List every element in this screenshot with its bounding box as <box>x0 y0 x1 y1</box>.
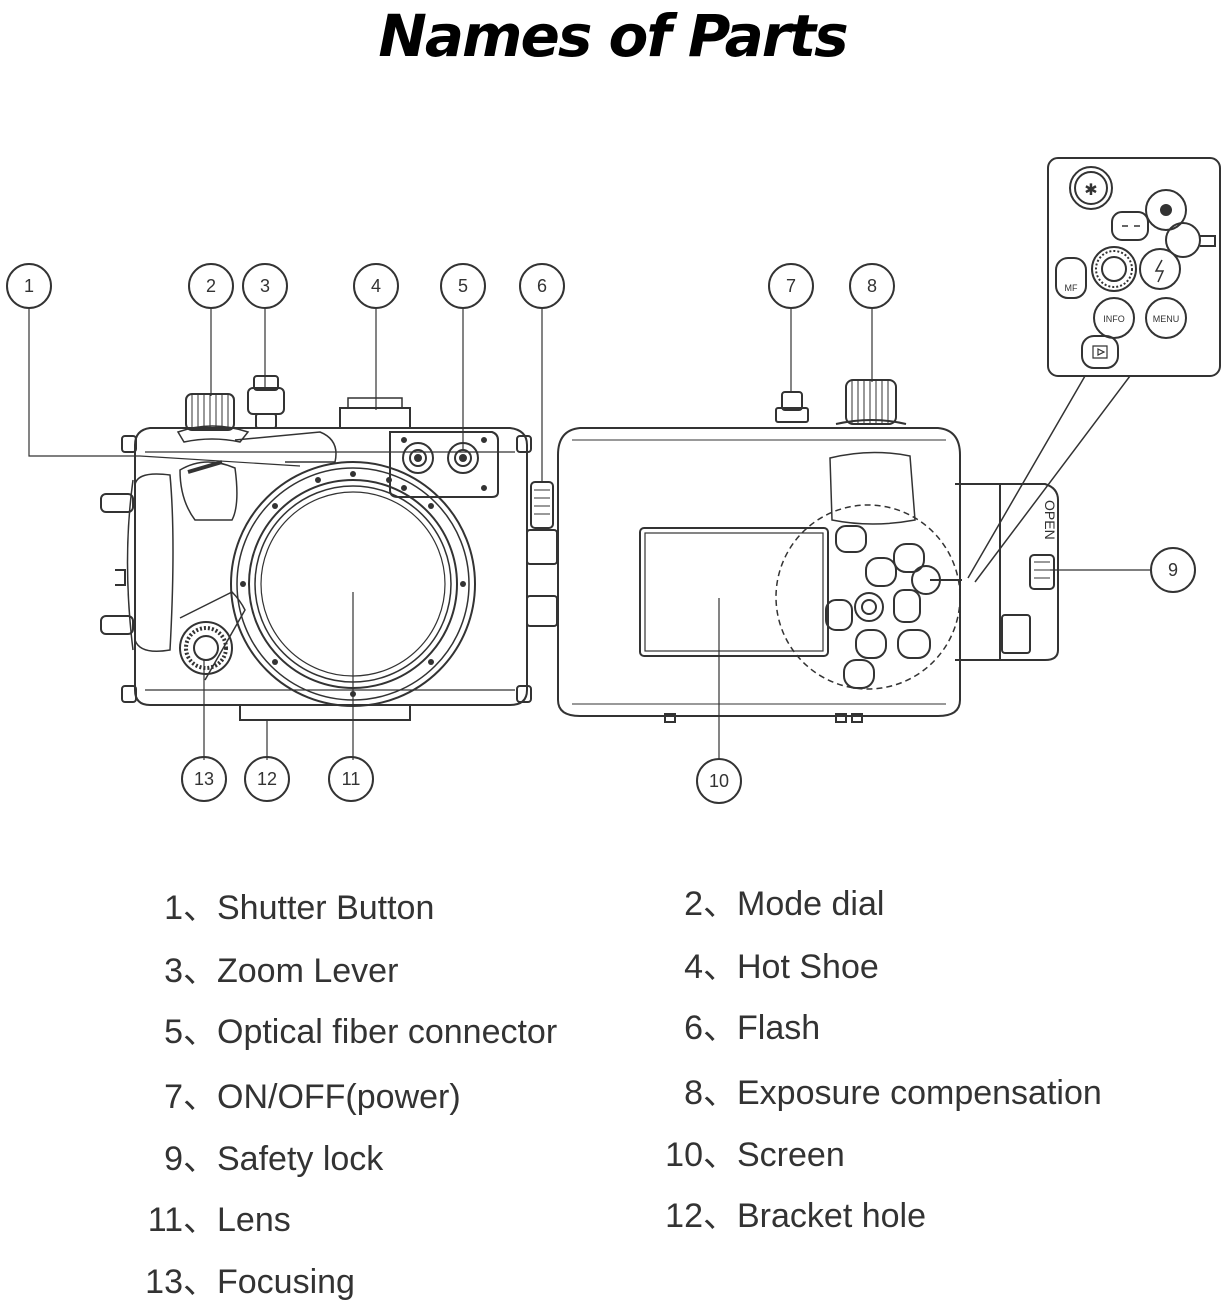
part-number: 10、 <box>665 1136 737 1174</box>
part-number: 6、 <box>684 1009 737 1047</box>
part-label: Flash <box>737 1009 821 1047</box>
back-housing: OPEN <box>557 379 1059 723</box>
part-number: 2、 <box>684 885 737 923</box>
callout-5: 5 <box>440 263 486 309</box>
star-icon: ✱ <box>1084 180 1097 199</box>
callout-10: 10 <box>696 758 742 804</box>
camera-housing-diagram: OPEN ✱ MF INFO MENU <box>6 157 1221 804</box>
part-label: Zoom Lever <box>217 952 399 990</box>
part-item: 5、Optical fiber connector <box>145 1004 557 1053</box>
callout-11: 11 <box>328 756 374 802</box>
callout-3: 3 <box>242 263 288 309</box>
callout-8: 8 <box>849 263 895 309</box>
callout-12: 12 <box>244 756 290 802</box>
info-label: INFO <box>1103 314 1125 324</box>
part-number: 4、 <box>684 948 737 986</box>
callout-number: 1 <box>24 276 34 296</box>
part-number: 1、 <box>164 889 217 927</box>
part-label: Bracket hole <box>737 1197 926 1235</box>
part-item: 2、Mode dial <box>665 876 884 925</box>
part-number: 7、 <box>164 1078 217 1116</box>
part-number: 5、 <box>164 1013 217 1051</box>
part-number: 12、 <box>665 1197 737 1235</box>
callout-number: 12 <box>257 769 277 789</box>
part-label: Lens <box>217 1201 291 1239</box>
part-item: 13、Focusing <box>135 1254 355 1303</box>
part-number: 9、 <box>164 1140 217 1178</box>
callout-6: 6 <box>519 263 565 309</box>
callout-7: 7 <box>768 263 814 309</box>
part-item: 9、Safety lock <box>145 1131 383 1180</box>
callout-number: 10 <box>709 771 729 791</box>
callout-number: 8 <box>867 276 877 296</box>
callout-9: 9 <box>1150 547 1196 593</box>
callout-number: 7 <box>786 276 796 296</box>
callout-number: 11 <box>342 769 361 789</box>
callout-number: 13 <box>194 769 214 789</box>
mf-label: MF <box>1065 283 1078 293</box>
callout-number: 3 <box>260 276 270 296</box>
callout-number: 4 <box>371 276 381 296</box>
button-inset: ✱ MF INFO MENU <box>967 157 1221 583</box>
part-item: 4、Hot Shoe <box>665 939 879 988</box>
open-label: OPEN <box>1042 500 1058 540</box>
callout-number: 2 <box>206 276 216 296</box>
part-label: Screen <box>737 1136 845 1174</box>
part-item: 12、Bracket hole <box>655 1188 926 1237</box>
callout-13: 13 <box>181 756 227 802</box>
part-item: 6、Flash <box>665 1000 820 1049</box>
callout-leaders <box>28 308 1150 760</box>
part-label: Mode dial <box>737 885 885 923</box>
part-item: 11、Lens <box>135 1192 291 1241</box>
part-label: Exposure compensation <box>737 1074 1102 1112</box>
part-label: Optical fiber connector <box>217 1013 558 1051</box>
part-item: 1、Shutter Button <box>145 880 434 929</box>
callout-4: 4 <box>353 263 399 309</box>
part-item: 8、Exposure compensation <box>665 1065 1102 1114</box>
part-label: Focusing <box>217 1263 355 1301</box>
callout-2: 2 <box>188 263 234 309</box>
part-label: Safety lock <box>217 1140 384 1178</box>
page-title: Names of Parts <box>378 2 848 70</box>
part-item: 7、ON/OFF(power) <box>145 1069 461 1118</box>
callout-number: 5 <box>458 276 468 296</box>
callout-1: 1 <box>6 263 52 309</box>
callout-number: 6 <box>537 276 547 296</box>
part-number: 11、 <box>147 1201 217 1239</box>
part-label: Shutter Button <box>217 889 435 927</box>
front-housing <box>100 375 558 721</box>
callout-number: 9 <box>1168 560 1178 580</box>
part-label: ON/OFF(power) <box>217 1078 461 1116</box>
menu-label: MENU <box>1153 314 1180 324</box>
part-number: 3、 <box>164 952 217 990</box>
part-item: 3、Zoom Lever <box>145 943 398 992</box>
part-item: 10、Screen <box>655 1127 845 1176</box>
part-label: Hot Shoe <box>737 948 879 986</box>
part-number: 13、 <box>145 1263 217 1301</box>
part-number: 8、 <box>684 1074 737 1112</box>
